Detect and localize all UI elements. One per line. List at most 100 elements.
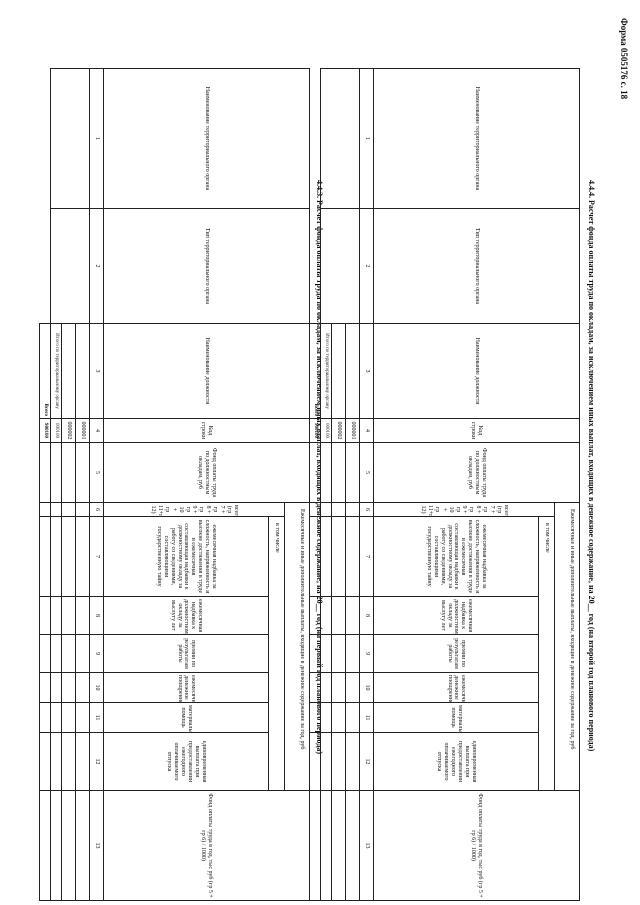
row-code-cell: 000002	[61, 418, 76, 443]
value-cell[interactable]	[309, 502, 321, 517]
value-cell[interactable]	[309, 732, 321, 791]
value-cell[interactable]	[61, 442, 76, 503]
col-number: 6	[359, 502, 374, 517]
value-cell[interactable]	[320, 596, 332, 635]
col-number: 2	[359, 208, 374, 324]
org-name-cell[interactable]	[320, 68, 360, 209]
value-cell[interactable]	[331, 596, 346, 635]
value-cell[interactable]	[50, 596, 62, 635]
value-cell[interactable]	[75, 790, 90, 901]
value-cell[interactable]	[345, 634, 360, 673]
value-cell[interactable]	[75, 516, 90, 597]
position-cell[interactable]	[331, 323, 346, 419]
value-cell[interactable]	[320, 442, 332, 503]
value-cell[interactable]	[39, 502, 51, 517]
value-cell[interactable]	[320, 790, 332, 901]
value-cell[interactable]	[61, 596, 76, 635]
value-cell[interactable]	[75, 442, 90, 503]
value-cell[interactable]	[75, 672, 90, 703]
value-cell[interactable]	[75, 596, 90, 635]
value-cell[interactable]	[50, 634, 62, 673]
value-cell[interactable]	[345, 442, 360, 503]
col-header-position: Наименование должности	[373, 323, 580, 419]
value-cell[interactable]	[345, 596, 360, 635]
value-cell[interactable]	[39, 596, 51, 635]
value-cell[interactable]	[50, 732, 62, 791]
col-number: 13	[89, 790, 104, 901]
org-type-cell[interactable]	[320, 208, 360, 324]
position-cell[interactable]	[61, 323, 76, 419]
col-header-complexity-bonus: ежемесячная надбавка за сложность, напря…	[103, 516, 269, 597]
value-cell[interactable]	[331, 672, 346, 703]
value-cell[interactable]	[75, 732, 90, 791]
value-cell[interactable]	[75, 502, 90, 517]
value-cell[interactable]	[50, 502, 62, 517]
value-cell[interactable]	[309, 516, 321, 597]
col-header-monthly-incentive: ежемесячное денежное поощрение	[373, 672, 539, 703]
value-cell[interactable]	[331, 732, 346, 791]
value-cell[interactable]	[331, 516, 346, 597]
col-number: 8	[89, 596, 104, 635]
value-cell[interactable]	[50, 702, 62, 733]
org-name-cell[interactable]	[50, 68, 90, 209]
col-header-position: Наименование должности	[103, 323, 310, 419]
value-cell[interactable]	[39, 672, 51, 703]
total-code: 900100	[309, 418, 321, 443]
value-cell[interactable]	[345, 790, 360, 901]
value-cell[interactable]	[61, 634, 76, 673]
col-number: 4	[89, 418, 104, 443]
value-cell[interactable]	[345, 502, 360, 517]
value-cell[interactable]	[309, 672, 321, 703]
value-cell[interactable]	[320, 732, 332, 791]
value-cell[interactable]	[61, 702, 76, 733]
col-number: 1	[359, 68, 374, 209]
value-cell[interactable]	[309, 634, 321, 673]
value-cell[interactable]	[50, 672, 62, 703]
value-cell[interactable]	[50, 790, 62, 901]
col-header-total: всего (гр 7 + гр 8 + гр 9 + гр 10 + гр 1…	[103, 502, 285, 517]
value-cell[interactable]	[345, 516, 360, 597]
value-cell[interactable]	[61, 790, 76, 901]
col-number: 7	[89, 516, 104, 597]
value-cell[interactable]	[39, 634, 51, 673]
value-cell[interactable]	[309, 790, 321, 901]
col-number: 11	[359, 702, 374, 733]
value-cell[interactable]	[39, 702, 51, 733]
position-cell[interactable]	[345, 323, 360, 419]
value-cell[interactable]	[309, 442, 321, 503]
value-cell[interactable]	[320, 702, 332, 733]
value-cell[interactable]	[345, 732, 360, 791]
col-header-monthly-incentive: ежемесячное денежное поощрение	[103, 672, 269, 703]
col-header-salary-fund: Фонд оплаты труда по должностным окладам…	[103, 442, 310, 503]
value-cell[interactable]	[331, 442, 346, 503]
value-cell[interactable]	[331, 790, 346, 901]
value-cell[interactable]	[39, 732, 51, 791]
value-cell[interactable]	[61, 672, 76, 703]
value-cell[interactable]	[75, 634, 90, 673]
value-cell[interactable]	[61, 732, 76, 791]
total-label: Всего	[309, 323, 321, 419]
value-cell[interactable]	[345, 702, 360, 733]
value-cell[interactable]	[50, 442, 62, 503]
value-cell[interactable]	[331, 502, 346, 517]
value-cell[interactable]	[39, 516, 51, 597]
value-cell[interactable]	[50, 516, 62, 597]
value-cell[interactable]	[309, 596, 321, 635]
value-cell[interactable]	[309, 702, 321, 733]
value-cell[interactable]	[320, 634, 332, 673]
value-cell[interactable]	[39, 442, 51, 503]
value-cell[interactable]	[331, 634, 346, 673]
position-cell[interactable]	[75, 323, 90, 419]
value-cell[interactable]	[345, 672, 360, 703]
value-cell[interactable]	[320, 516, 332, 597]
value-cell[interactable]	[61, 502, 76, 517]
value-cell[interactable]	[320, 502, 332, 517]
org-type-cell[interactable]	[50, 208, 90, 324]
value-cell[interactable]	[61, 516, 76, 597]
value-cell[interactable]	[331, 702, 346, 733]
value-cell[interactable]	[75, 702, 90, 733]
value-cell[interactable]	[320, 672, 332, 703]
value-cell[interactable]	[39, 790, 51, 901]
col-header-annual-fund: Фонд оплаты труда в год, тыс руб (гр 5 +…	[373, 790, 580, 901]
